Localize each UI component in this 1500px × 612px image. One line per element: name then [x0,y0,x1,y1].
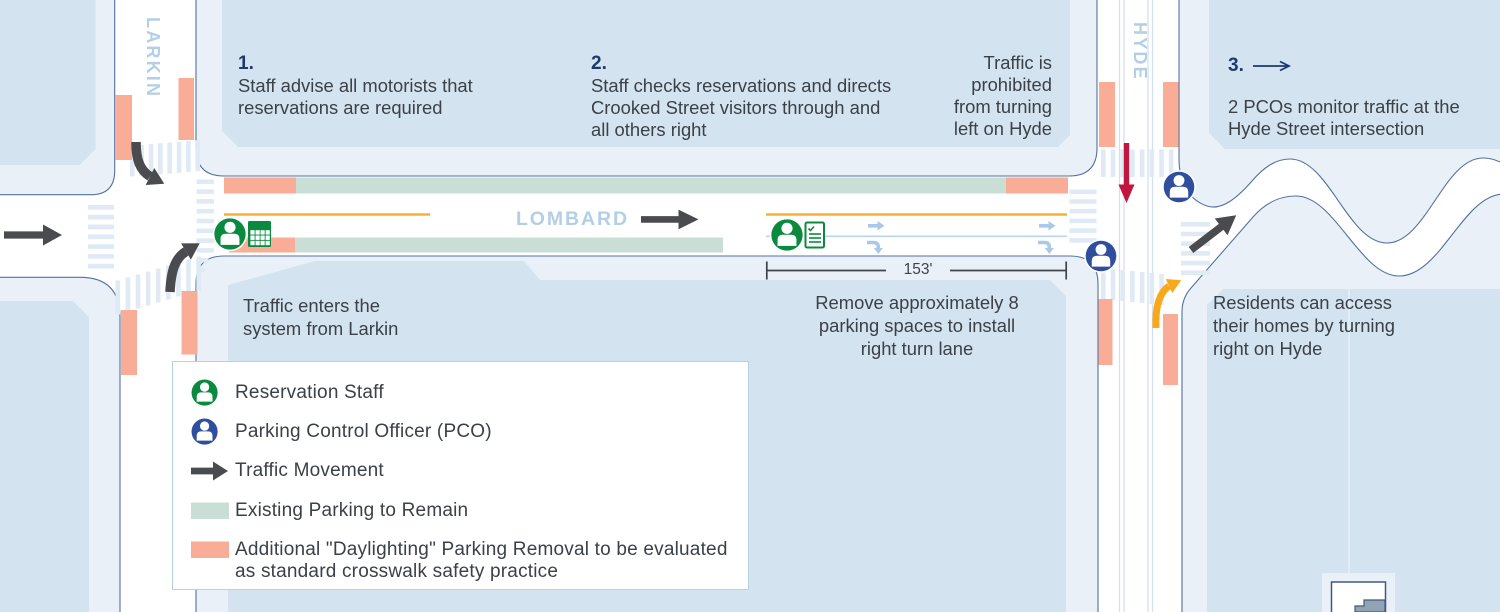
traffic-arrow-larkin-to-lombard [165,243,200,293]
legend-label: Existing Parking to Remain [235,500,469,521]
legend-label: Traffic Movement [235,460,384,481]
lane-arrow-through-1 [868,221,885,231]
note-text-line: right on Hyde [1213,338,1323,360]
note-2-number: 2. [591,53,607,74]
daylighting-removal-swatch [191,541,229,558]
note-1-number: 1. [238,53,254,74]
note-3-arrow-icon [1252,60,1291,71]
note-text-line: Traffic is [983,52,1052,73]
pco-icon-north [1162,170,1196,204]
existing-parking-swatch [191,502,229,519]
checklist-icon [804,221,825,249]
daylighting-hyde-ne [1163,82,1179,147]
legend-label: as standard crosswalk safety practice [235,560,559,582]
existing-parking-lombard-north [296,177,1006,194]
note-text-line: Staff checks reservations and directs [591,75,892,96]
resident-right-turn-arrow [1152,278,1182,329]
daylighting-hyde-sw [1098,299,1113,365]
crosswalk-hyde-north [1101,149,1174,177]
daylighting-larkin-se [181,291,198,355]
lane-arrow-right-turn-2 [1038,240,1054,254]
note-text-line: left on Hyde [953,118,1052,139]
pco-icon-south [1084,239,1118,273]
pco-icon [190,416,219,446]
daylighting-strip-lombard-north-east [1006,177,1068,194]
daylighting-larkin-nw [115,95,132,160]
block-northeast-panel [1209,0,1500,149]
no-left-turn-arrow-hyde [1118,143,1135,203]
traffic-arrow-lombard-west [4,224,62,246]
calendar-icon [248,221,271,247]
dimension-153ft [765,261,1068,280]
dimension-label: 153' [903,261,933,278]
block-southwest-panel [0,301,89,612]
note-text-line: Hyde Street intersection [1228,118,1425,139]
note-text-line: right turn lane [860,338,974,360]
note-text-line: all others right [591,119,707,140]
daylighting-larkin-ne [178,78,194,140]
note-text-line: parking spaces to install [818,315,1016,337]
reservation-staff-icon [190,378,219,407]
legend-label: Additional "Daylighting" Parking Removal… [235,538,728,560]
traffic-arrow-crooked-entry [1188,215,1237,253]
legend: Reservation Staff Parking Control Office… [172,361,749,590]
map-icons [212,170,1196,273]
traffic-arrows [4,141,1237,329]
block-north-panel [222,0,1070,147]
street-label-hyde: HYDE [1130,22,1150,81]
note-text-line: Traffic enters the [243,295,380,316]
note-text-line: from turning [953,96,1052,117]
note-text-line: reservations are required [238,97,443,118]
street-label-lombard: LOMBARD [516,208,629,230]
parking-strips [115,78,1179,385]
legend-label: Parking Control Officer (PCO) [235,420,492,442]
daylighting-larkin-sw [121,310,137,375]
note-text-line: their homes by turning [1213,315,1395,337]
traffic-arrow-larkin-southbound [131,141,165,185]
note-2: 2. Staff checks reservations and directs… [591,52,891,141]
existing-parking-lombard-south [295,237,723,253]
daylighting-hyde-se [1163,314,1178,385]
building-footprint [1322,573,1395,612]
traffic-arrow-lombard-mid [641,209,699,230]
street-label-larkin: LARKIN [143,17,163,99]
reservation-staff-icon-2 [769,217,805,253]
note-text-line: Staff advise all motorists that [238,75,473,96]
daylighting-hyde-nw [1099,82,1115,147]
note-text-line: system from Larkin [243,318,399,340]
lane-arrows [867,221,1056,254]
traffic-movement-arrow-icon [191,461,228,481]
lane-arrow-right-turn-1 [867,240,883,254]
note-text-line: prohibited [971,74,1052,95]
note-text-line: Remove approximately 8 [815,292,1019,313]
block-northwest-panel [0,0,96,165]
legend-label: Reservation Staff [235,382,384,403]
lane-arrow-through-2 [1039,221,1056,231]
daylighting-strip-lombard-north-west [224,177,296,194]
crosswalk-larkin-west [88,205,114,269]
note-3-number: 3. [1228,55,1244,76]
reservation-staff-icon-1 [212,216,248,252]
note-text-line: Residents can access [1213,292,1392,313]
hyde-lane-lines [1118,0,1154,612]
crosswalk-hyde-west [1069,189,1097,243]
note-text-line: Crooked Street visitors through and [591,97,881,118]
block-southeast-panel [1207,289,1500,612]
note-text-line: 2 PCOs monitor traffic at the [1228,96,1460,117]
